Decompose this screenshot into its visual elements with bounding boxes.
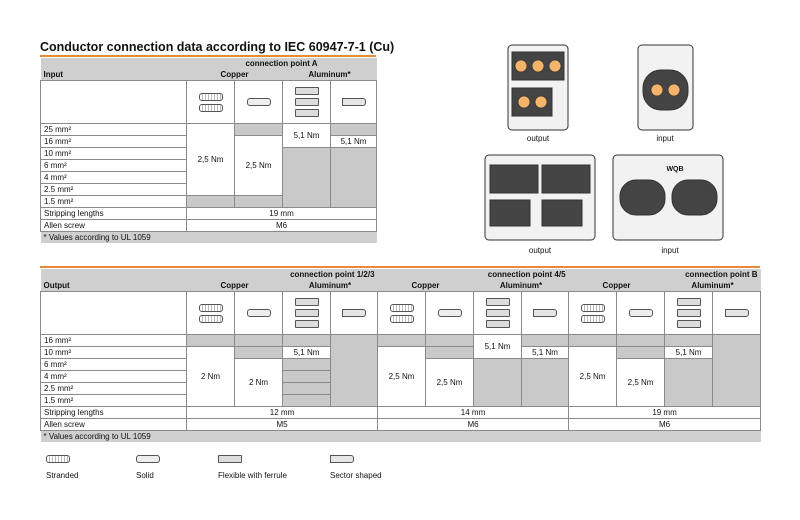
size-label: 1.5 mm² (40, 394, 187, 407)
output-point-header: connection point 1/2/3 (186, 269, 378, 280)
copper-header: Copper (186, 69, 283, 81)
legend-sector: Sector shaped (330, 455, 382, 480)
legend-stranded: Stranded (46, 455, 78, 480)
copper-header: Copper (377, 280, 474, 292)
output-value: 2,5 Nm (568, 346, 618, 407)
solid-icon (429, 309, 470, 317)
input-value: 5,1 Nm (329, 135, 378, 148)
size-label: 10 mm² (40, 346, 187, 359)
allen-value: M6 (377, 418, 570, 431)
aluminum-header: Aluminum* (473, 280, 569, 292)
output-value: 2 Nm (186, 346, 235, 407)
strip-value: 12 mm (185, 406, 379, 419)
stranded-icon (572, 303, 613, 323)
solid-icon (136, 455, 160, 463)
output-caption: output (528, 246, 552, 255)
sector-icon (716, 309, 757, 317)
ferrule-icon (668, 298, 709, 328)
solid-icon (238, 309, 279, 317)
output-value: 2 Nm (234, 358, 283, 407)
size-label: 4 mm² (40, 370, 187, 383)
ferrule-icon (477, 298, 518, 328)
output-value: 5,1 Nm (521, 346, 570, 359)
size-label: 25 mm² (40, 123, 187, 136)
legend-label: Stranded (46, 471, 79, 480)
page-title: Conductor connection data according to I… (40, 40, 395, 54)
input-value: 2,5 Nm (234, 135, 283, 196)
legend-label: Sector shaped (330, 471, 382, 480)
aluminum-header: Aluminum* (282, 280, 378, 292)
legend-ferrule: Flexible with ferrule (218, 455, 287, 480)
legend-label: Flexible with ferrule (218, 471, 287, 480)
output-value: 5,1 Nm (473, 334, 523, 359)
stranded-icon (190, 303, 231, 323)
allen-value: M6 (185, 219, 378, 232)
ferrule-icon (286, 87, 327, 117)
strip-label: Stripping lengths (40, 406, 187, 419)
output-point-header: connection point 4/5 (377, 269, 569, 280)
input-point-header: connection point A (186, 58, 377, 69)
orange-rule (40, 266, 760, 268)
aluminum-header: Aluminum* (664, 280, 761, 292)
footnote: * Values according to UL 1059 (40, 430, 761, 442)
allen-label: Allen screw (40, 418, 187, 431)
output-table: connection point 1/2/3 connection point … (40, 269, 762, 442)
input-caption: input (656, 134, 674, 143)
device-figures (484, 44, 724, 241)
input-caption: input (661, 246, 679, 255)
output-caption: output (526, 134, 550, 143)
allen-value: M5 (185, 418, 379, 431)
size-label: 2.5 mm² (40, 183, 187, 196)
size-label: 6 mm² (40, 159, 187, 172)
aluminum-header: Aluminum* (282, 69, 377, 81)
strip-value: 14 mm (377, 406, 570, 419)
stranded-icon (381, 303, 422, 323)
copper-header: Copper (568, 280, 665, 292)
solid-icon (238, 98, 279, 106)
output-value: 5,1 Nm (664, 346, 714, 359)
output-value: 2,5 Nm (377, 346, 427, 407)
sector-icon (330, 455, 354, 463)
legend-solid: Solid (136, 455, 160, 480)
strip-label: Stripping lengths (40, 207, 187, 220)
size-label: 6 mm² (40, 358, 187, 371)
allen-value: M6 (568, 418, 762, 431)
footnote: * Values according to UL 1059 (40, 231, 377, 243)
output-value: 5,1 Nm (282, 346, 331, 359)
strip-value: 19 mm (185, 207, 378, 220)
size-label: 16 mm² (40, 334, 187, 347)
legend-label: Solid (136, 471, 154, 480)
orange-rule (40, 55, 376, 57)
size-label: 1.5 mm² (40, 195, 187, 208)
ferrule-icon (286, 298, 327, 328)
output-row-label: Output (40, 280, 187, 292)
solid-icon (620, 309, 661, 317)
output-point-header: connection point B (568, 269, 761, 280)
copper-header: Copper (186, 280, 283, 292)
ferrule-icon (218, 455, 242, 463)
input-value: 5,1 Nm (282, 123, 331, 148)
stranded-icon (190, 92, 231, 112)
output-value: 2,5 Nm (425, 358, 475, 407)
wqb-label: WQB (666, 166, 684, 173)
stranded-icon (46, 455, 70, 463)
output-value: 2,5 Nm (616, 358, 666, 407)
sector-icon (334, 309, 374, 317)
size-label: 10 mm² (40, 147, 187, 160)
input-row-label: Input (40, 69, 187, 81)
size-label: 4 mm² (40, 171, 187, 184)
sector-icon (334, 98, 373, 106)
sector-icon (525, 309, 565, 317)
size-label: 16 mm² (40, 135, 187, 148)
size-label: 2.5 mm² (40, 382, 187, 395)
strip-value: 19 mm (568, 406, 762, 419)
allen-label: Allen screw (40, 219, 187, 232)
input-value: 2,5 Nm (186, 123, 235, 196)
